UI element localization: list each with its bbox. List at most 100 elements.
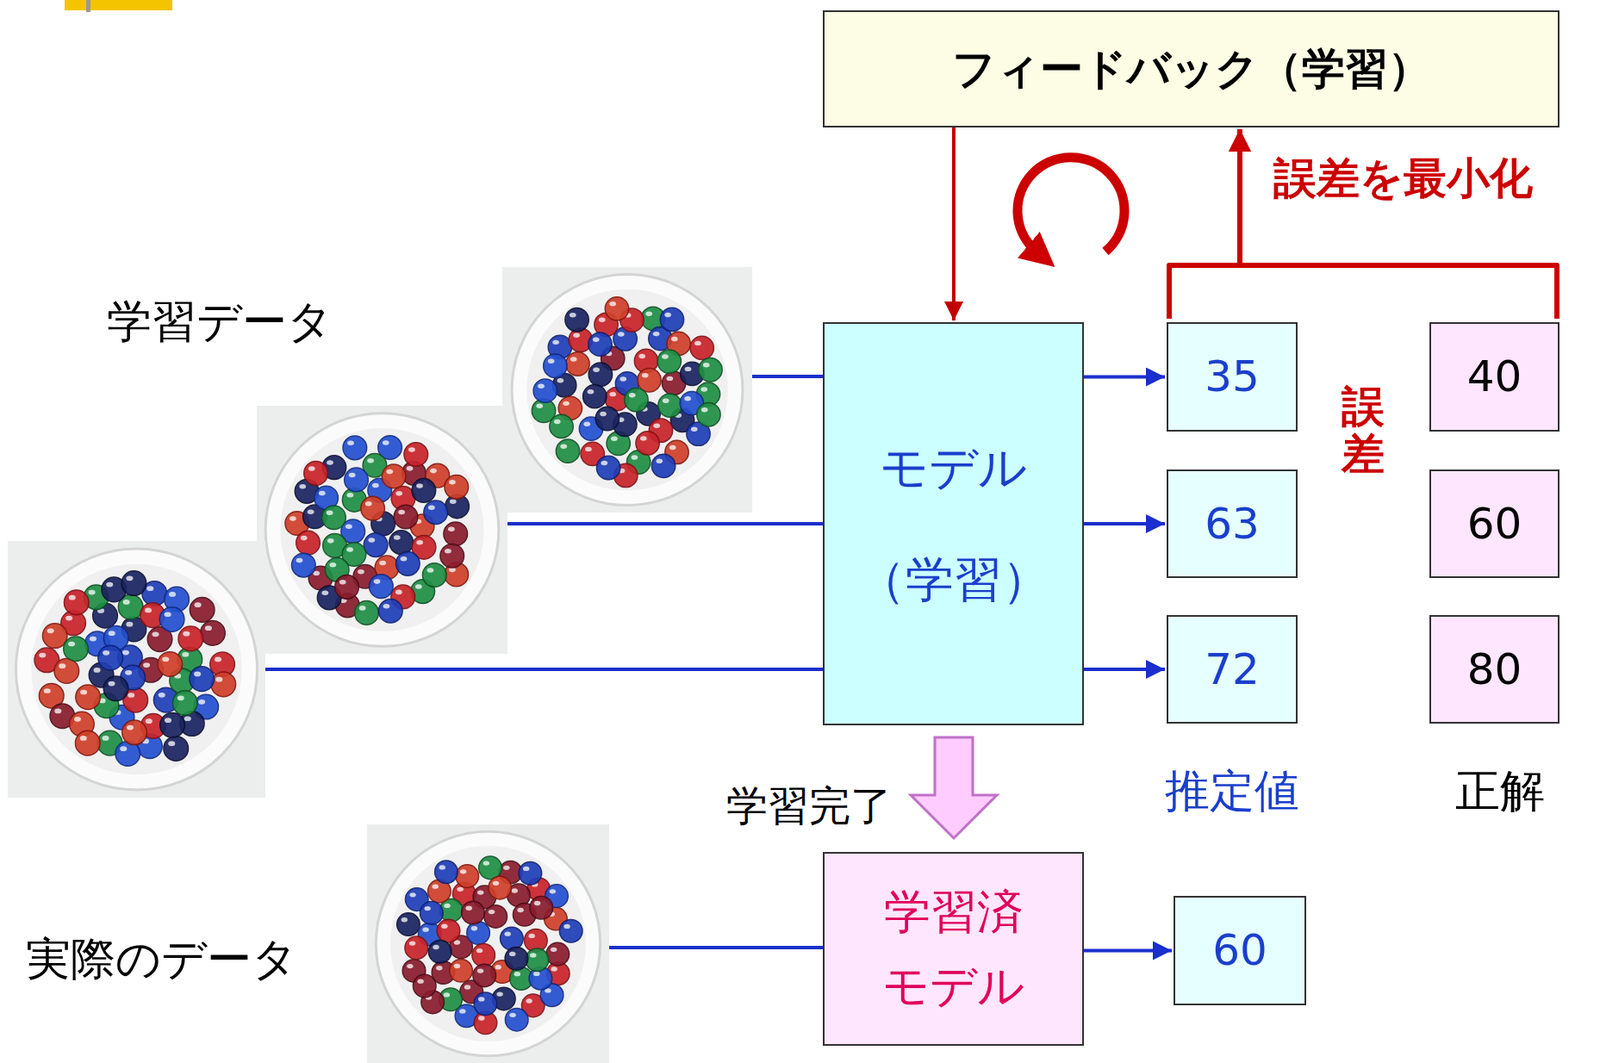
marble-highlight: [38, 653, 46, 659]
marble-highlight: [123, 599, 131, 605]
answer-box: 80: [1429, 615, 1560, 724]
bowl-floor: [390, 846, 586, 1042]
marble-highlight: [401, 917, 408, 922]
marble: [546, 942, 570, 966]
marble-highlight: [326, 460, 334, 466]
marble-highlight: [549, 889, 556, 894]
input-line: [507, 522, 823, 526]
marble: [690, 336, 714, 360]
marble: [354, 601, 380, 626]
marble-highlight: [379, 560, 386, 567]
marble: [361, 496, 386, 521]
marble-highlight: [395, 491, 403, 497]
marble: [157, 652, 183, 678]
marble-highlight: [492, 881, 499, 886]
marble-photo: [367, 824, 610, 1063]
marble: [189, 597, 215, 623]
marble: [404, 442, 429, 467]
marble: [211, 672, 237, 698]
marble-highlight: [428, 504, 436, 511]
marble-highlight: [569, 312, 577, 318]
marble: [698, 358, 723, 382]
marble: [74, 730, 100, 756]
marble-highlight: [552, 340, 560, 345]
marble-highlight: [435, 965, 443, 971]
marble-highlight: [346, 492, 354, 499]
marble-highlight: [684, 367, 692, 372]
marble-highlight: [145, 718, 153, 724]
marble-highlight: [164, 611, 172, 617]
marble-highlight: [177, 695, 185, 701]
bowl-rim: [265, 413, 499, 648]
marble: [344, 467, 369, 492]
marble-highlight: [547, 359, 555, 364]
marble-highlight: [653, 331, 660, 337]
marble-highlight: [444, 548, 452, 555]
marble-highlight: [522, 866, 530, 872]
marble-highlight: [326, 510, 334, 516]
input-line: [609, 946, 823, 950]
error-bracket: [1239, 129, 1557, 319]
marble: [651, 454, 675, 478]
marble: [63, 636, 89, 662]
marble-highlight: [610, 436, 618, 442]
marble: [529, 896, 554, 920]
marble: [504, 1008, 529, 1032]
marble-highlight: [347, 441, 355, 447]
marble-highlight: [144, 608, 152, 614]
marble: [565, 308, 589, 332]
marble-highlight: [367, 537, 375, 543]
marble-highlight: [164, 717, 172, 723]
node-text: モデル: [882, 957, 1025, 1016]
marble-highlight: [441, 924, 448, 929]
marble-highlight: [583, 421, 591, 426]
marble-highlight: [80, 735, 88, 741]
marble: [420, 902, 444, 926]
marble-highlight: [127, 692, 135, 698]
marble: [404, 936, 429, 960]
marble: [378, 598, 403, 623]
loop-arrow: [1017, 157, 1125, 252]
marble: [555, 439, 579, 463]
marble-highlight: [572, 332, 580, 337]
marble-highlight: [631, 454, 639, 460]
marble-highlight: [406, 466, 414, 472]
marble-highlight: [182, 631, 190, 637]
node-text: 80: [1467, 642, 1523, 698]
marble-highlight: [554, 419, 561, 424]
node-text: フィードバック（学習）: [952, 42, 1432, 97]
marble-highlight: [329, 562, 337, 568]
marble: [63, 590, 89, 616]
completion-arrow: [910, 737, 997, 839]
output-arrow: [1083, 522, 1165, 526]
marble: [178, 626, 204, 652]
marble-highlight: [516, 908, 523, 913]
marble-highlight: [393, 535, 401, 541]
marble: [604, 297, 629, 321]
marble: [658, 393, 682, 418]
marble: [381, 464, 406, 489]
marble-highlight: [478, 1015, 485, 1021]
input-line: [752, 374, 823, 379]
marble-highlight: [504, 932, 511, 937]
marble-highlight: [161, 656, 169, 662]
marble-highlight: [466, 906, 473, 911]
marble: [588, 362, 612, 386]
marble-highlight: [346, 547, 354, 553]
marble-highlight: [439, 865, 446, 870]
marble-highlight: [168, 591, 176, 598]
marble-highlight: [108, 630, 116, 636]
marble: [342, 435, 368, 461]
marble: [472, 944, 496, 968]
marble-highlight: [65, 616, 73, 622]
marble-highlight: [385, 469, 393, 475]
marble-highlight: [509, 952, 516, 957]
marble-highlight: [641, 373, 649, 378]
column-label: 推定値: [1164, 764, 1300, 818]
marble-highlight: [459, 1008, 466, 1014]
marble: [411, 479, 436, 504]
marble-highlight: [598, 317, 606, 323]
marble: [635, 431, 660, 455]
marble-highlight: [534, 901, 541, 906]
bowl-floor: [280, 428, 484, 632]
